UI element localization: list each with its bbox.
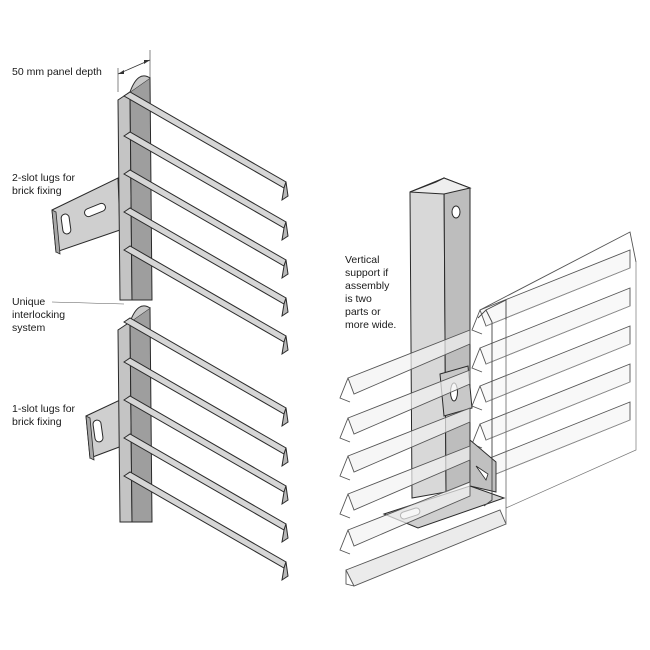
interlocking-label-line1: Unique <box>12 296 46 308</box>
one-slot-lugs-label-line2: brick fixing <box>12 416 62 428</box>
interlocking-label-line3: system <box>12 322 46 334</box>
panel-depth-label: 50 mm panel depth <box>12 66 102 78</box>
vertical-support-label-line5: parts or <box>345 306 381 318</box>
panel-depth-dimension <box>117 50 151 92</box>
one-slot-lugs-label-line1: 1-slot lugs for <box>12 403 76 415</box>
upper-louvre-panel <box>51 75 289 355</box>
vertical-support-label-line2: support if <box>345 267 389 279</box>
one-slot-lug <box>85 399 123 461</box>
lower-louvre-panel <box>85 305 289 581</box>
interlock-leader <box>51 301 125 305</box>
two-slot-lugs-label-line2: brick fixing <box>12 185 62 197</box>
vertical-support-label-line1: Vertical <box>345 254 380 266</box>
two-slot-lug <box>51 177 121 255</box>
two-slot-lugs-label-line1: 2-slot lugs for <box>12 172 76 184</box>
vertical-support-label-line4: is two <box>345 293 372 305</box>
interlocking-label-line2: interlocking <box>12 309 66 321</box>
vertical-support-assembly <box>339 177 637 587</box>
vertical-support-label-line3: assembly <box>345 280 390 292</box>
vertical-support-label-line6: more wide. <box>345 319 397 331</box>
right-module-frame <box>477 299 507 507</box>
left-glass-blades <box>339 320 507 587</box>
